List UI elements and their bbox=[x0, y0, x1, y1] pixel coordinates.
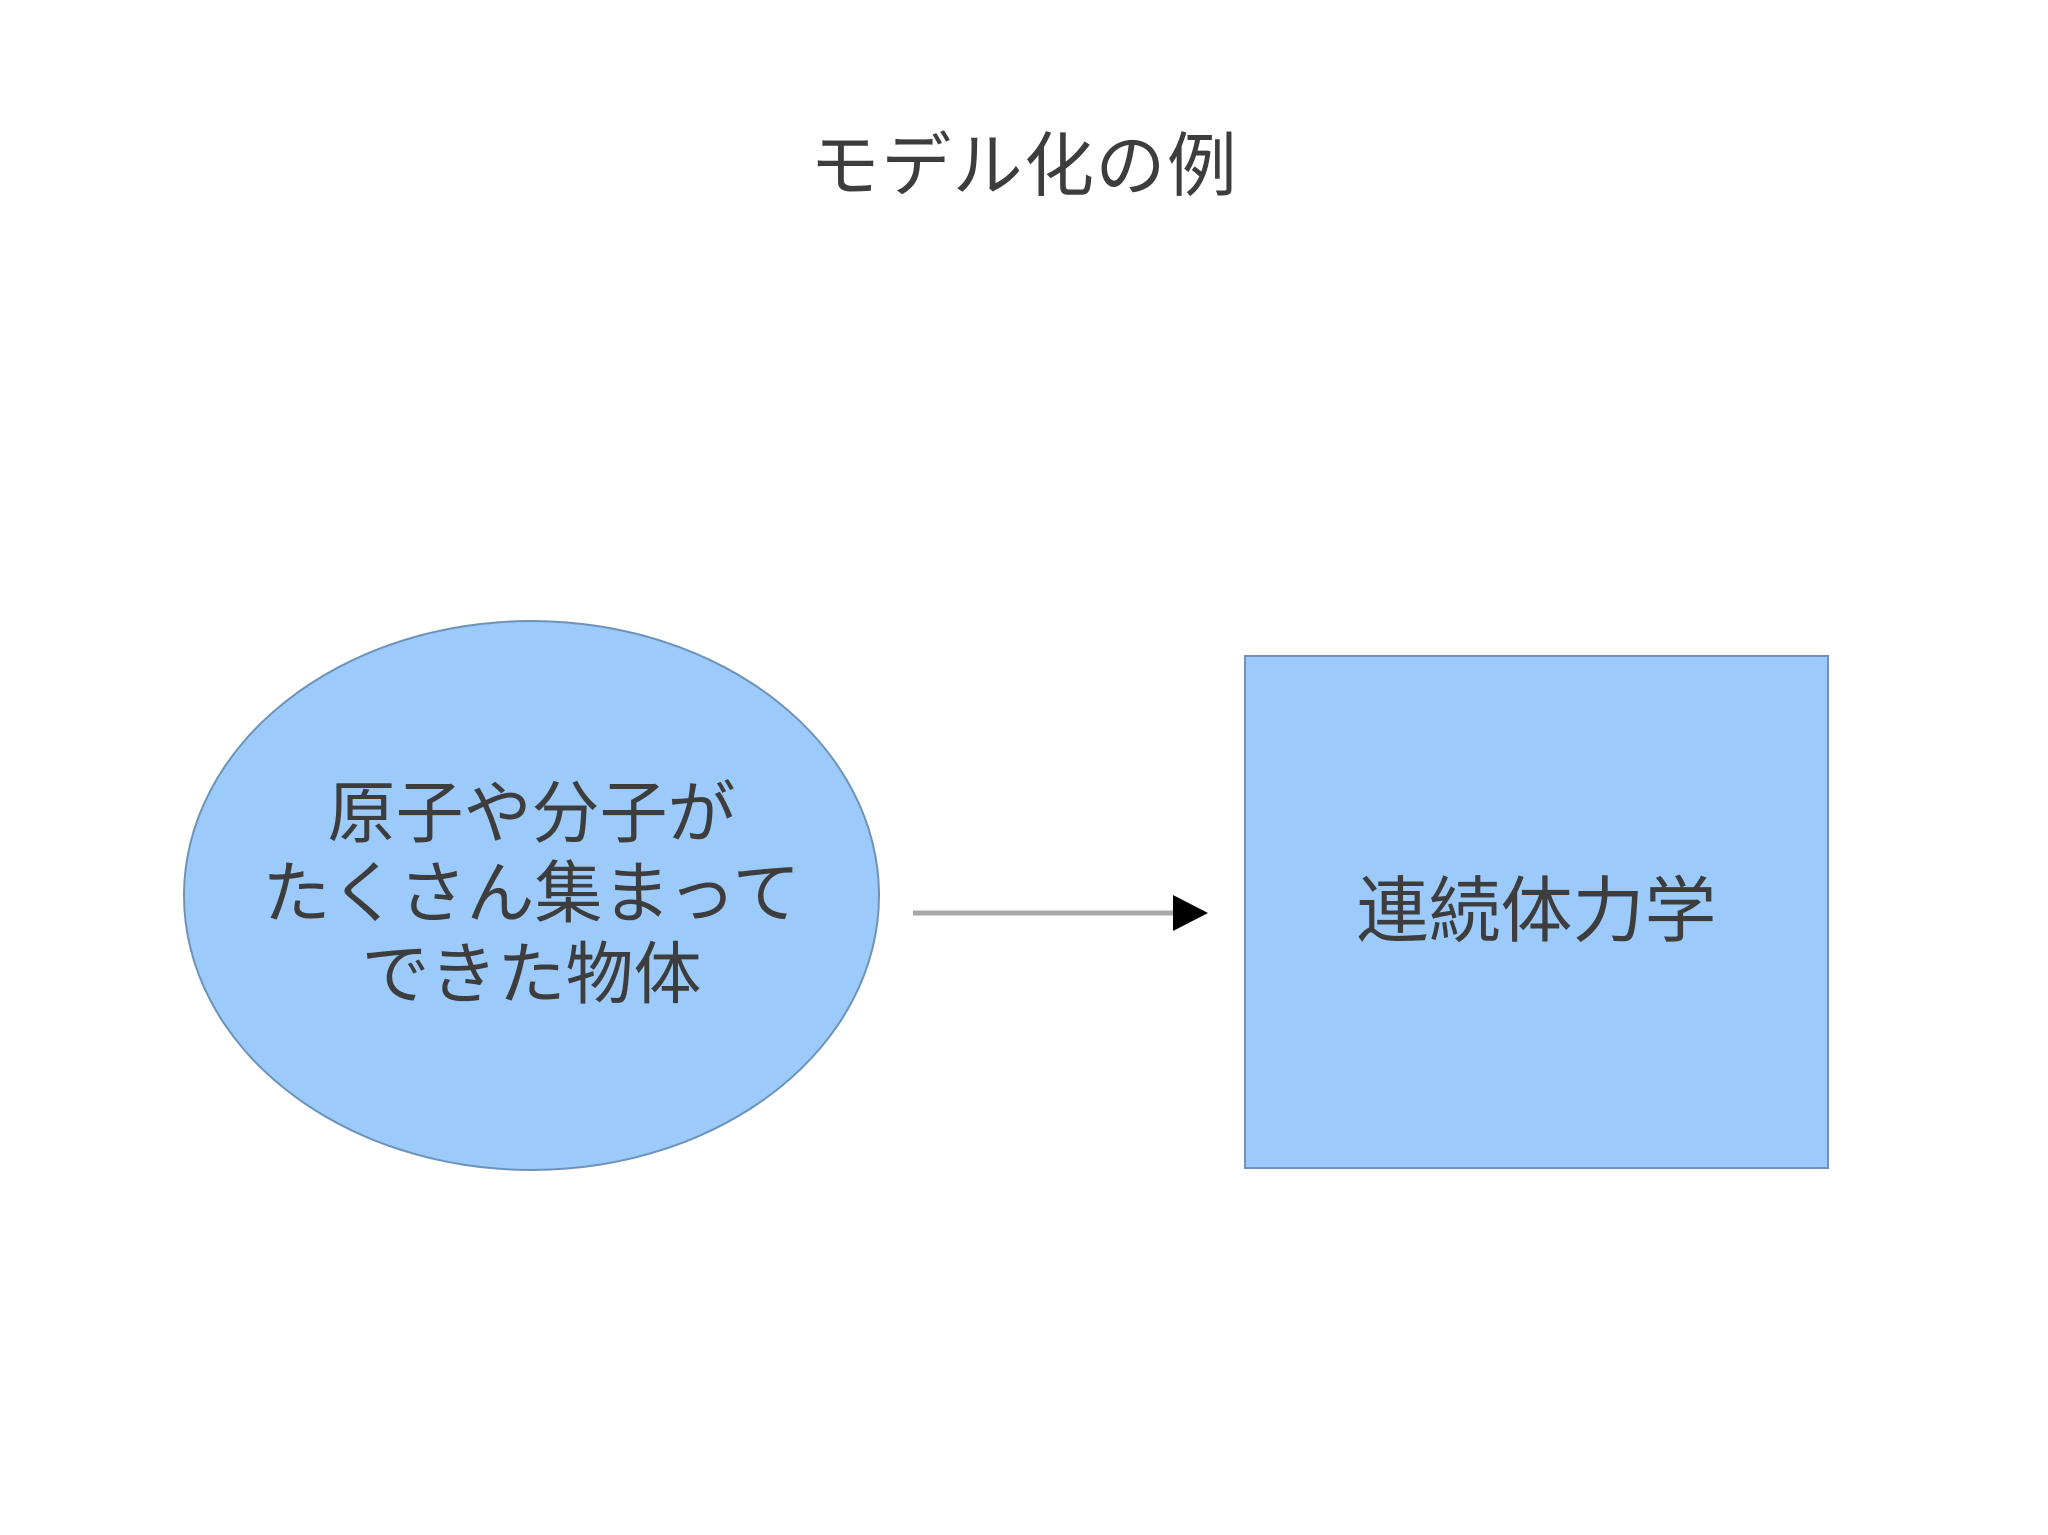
connector-arrow bbox=[913, 895, 1208, 931]
source-node-line-1: 原子や分子が bbox=[327, 775, 736, 855]
target-node-rectangle[interactable]: 連続体力学 bbox=[1244, 655, 1829, 1169]
page-title: モデル化の例 bbox=[809, 125, 1239, 207]
source-node-ellipse[interactable]: 原子や分子が たくさん集まって できた物体 bbox=[183, 620, 880, 1171]
arrow-head-icon bbox=[1173, 895, 1208, 931]
source-node-line-2: たくさん集まって bbox=[262, 855, 801, 935]
target-node-label: 連続体力学 bbox=[1356, 869, 1717, 954]
source-node-line-3: できた物体 bbox=[361, 935, 702, 1015]
